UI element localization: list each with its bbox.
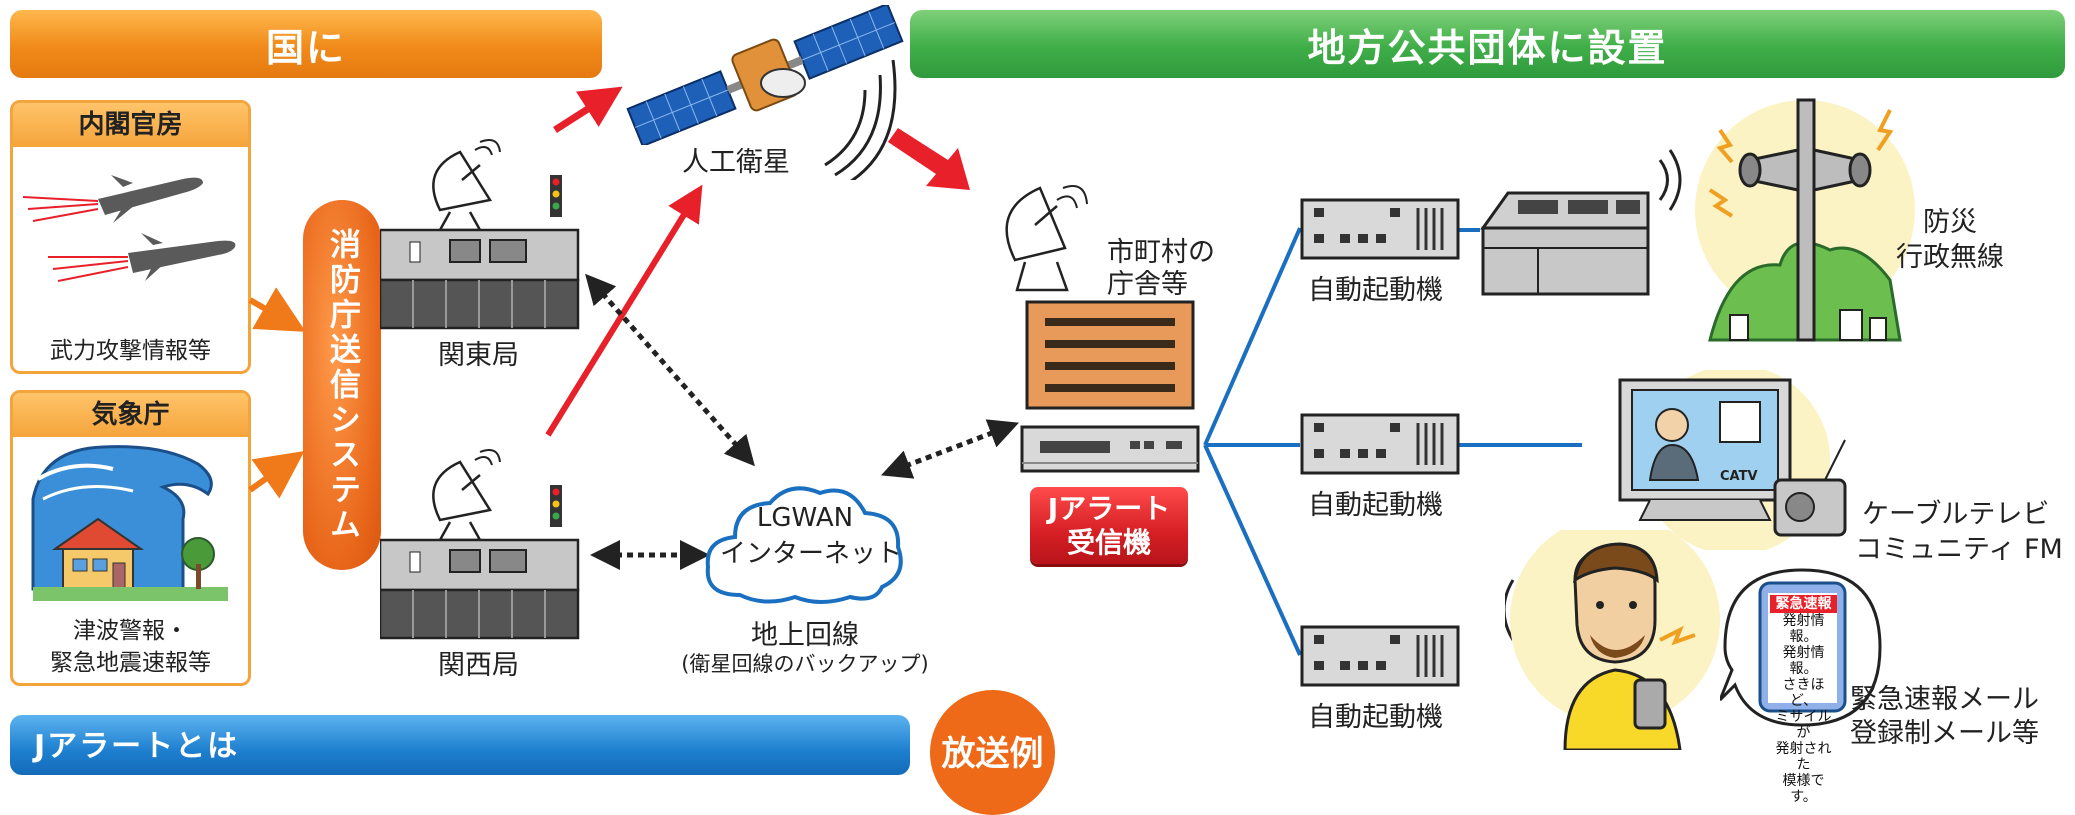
satellite-icon bbox=[626, 5, 904, 145]
national-banner-text: 国に bbox=[265, 25, 346, 70]
source-jma-box: 気象庁 津波警報・ 緊急地震速報等 bbox=[10, 390, 251, 686]
source-jma-caption-1: 津波警報・ bbox=[73, 618, 188, 644]
receiver-label-1: Jアラート bbox=[1047, 491, 1171, 525]
auto-start-label-3: 自動起動機 bbox=[1308, 702, 1443, 733]
phone-text-4: ミサイルが bbox=[1775, 709, 1832, 741]
fdma-transmission-system: 消防庁送信システム bbox=[303, 200, 381, 570]
source-jma-title: 気象庁 bbox=[13, 393, 248, 437]
phone-text-1: 発射情報。 bbox=[1782, 613, 1825, 645]
local-banner-text: 地方公共団体に設置 bbox=[1307, 25, 1668, 70]
blue-line-3 bbox=[1203, 444, 1302, 656]
auto-start-label-1: 自動起動機 bbox=[1308, 275, 1443, 306]
phone-text-3: さきほど、 bbox=[1782, 677, 1825, 709]
arrow-cabinet-to-fdma bbox=[248, 287, 306, 332]
municipality-label-2: 庁舎等 bbox=[1107, 269, 1188, 300]
arrow-kanto-to-satellite bbox=[553, 86, 623, 133]
phone-screen: 緊急速報 発射情報。 発射情報。 さきほど、 ミサイルが 発射された 模様です。 bbox=[1770, 595, 1837, 805]
blue-line-1 bbox=[1203, 227, 1302, 446]
kanto-station-icon bbox=[380, 139, 580, 330]
catv-television-icon: CATV bbox=[1618, 370, 1847, 550]
local-banner: 地方公共団体に設置 bbox=[910, 10, 2065, 78]
dotted-kanto-cloud bbox=[585, 273, 755, 467]
source-cabinet-title: 内閣官房 bbox=[13, 103, 248, 147]
source-cabinet-box: 内閣官房 武力攻撃情報等 bbox=[10, 100, 251, 374]
auto-start-label-2: 自動起動機 bbox=[1308, 490, 1443, 521]
console-sound-waves bbox=[1658, 149, 1682, 211]
phone-text-6: 模様です。 bbox=[1782, 773, 1825, 805]
mail-label-1: 緊急速報メール bbox=[1850, 684, 2039, 715]
missile-icon bbox=[22, 175, 236, 282]
catv-label-1: ケーブルテレビ bbox=[1862, 499, 2050, 530]
bousai-label-1: 防災 bbox=[1923, 207, 1977, 238]
cloud-label-1: LGWAN bbox=[756, 503, 854, 533]
tsunami-icon bbox=[31, 445, 228, 601]
catv-tv-label: CATV bbox=[1720, 469, 1758, 484]
satellite-signal-waves bbox=[824, 59, 897, 180]
source-cabinet-caption: 武力攻撃情報等 bbox=[50, 338, 211, 364]
dotted-cloud-receiver bbox=[880, 419, 1020, 479]
satellite-label: 人工衛星 bbox=[682, 147, 790, 178]
jalert-receiver-badge: Jアラート 受信機 bbox=[1030, 487, 1188, 564]
fdma-system-label: 消防庁送信システム bbox=[324, 227, 360, 543]
cloud-icon bbox=[705, 486, 903, 604]
phone-alert-title: 緊急速報 bbox=[1770, 595, 1837, 613]
phone-speech-bubble bbox=[1720, 568, 1882, 727]
person-with-phone-icon bbox=[1505, 530, 1720, 750]
municipality-building-icon bbox=[1025, 300, 1195, 410]
cloud-label-2: インターネット bbox=[720, 539, 903, 569]
arrow-jma-to-fdma bbox=[248, 451, 305, 499]
arrow-satellite-to-municipality bbox=[888, 128, 970, 190]
backup-label: (衛星回線のバックアップ) bbox=[681, 652, 929, 676]
connections bbox=[248, 86, 1582, 656]
phone-text-2: 発射情報。 bbox=[1782, 645, 1825, 677]
municipality-label-1: 市町村の bbox=[1107, 237, 1215, 268]
auto-start-unit-3 bbox=[1300, 625, 1460, 687]
auto-start-unit-2 bbox=[1300, 413, 1460, 475]
municipality-antenna-icon bbox=[1005, 185, 1088, 292]
ground-line-label: 地上回線 bbox=[751, 620, 859, 651]
mail-label-2: 登録制メール等 bbox=[1850, 718, 2039, 749]
source-jma-caption-2: 緊急地震速報等 bbox=[50, 650, 211, 676]
bousai-label-2: 行政無線 bbox=[1896, 242, 2004, 273]
kansai-label: 関西局 bbox=[438, 650, 519, 681]
kansai-station-icon bbox=[380, 449, 580, 640]
jalert-receiver-device bbox=[1020, 425, 1200, 473]
siren-tower-icon bbox=[1695, 98, 1915, 342]
catv-label-2: コミュニティ FM bbox=[1855, 534, 2063, 565]
broadcast-console-icon bbox=[1480, 191, 1650, 296]
receiver-label-2: 受信機 bbox=[1066, 525, 1151, 559]
phone-text-5: 発射された bbox=[1775, 741, 1832, 773]
kanto-label: 関東局 bbox=[438, 340, 519, 371]
auto-start-unit-1 bbox=[1300, 198, 1460, 260]
national-banner: 国に bbox=[10, 10, 602, 78]
